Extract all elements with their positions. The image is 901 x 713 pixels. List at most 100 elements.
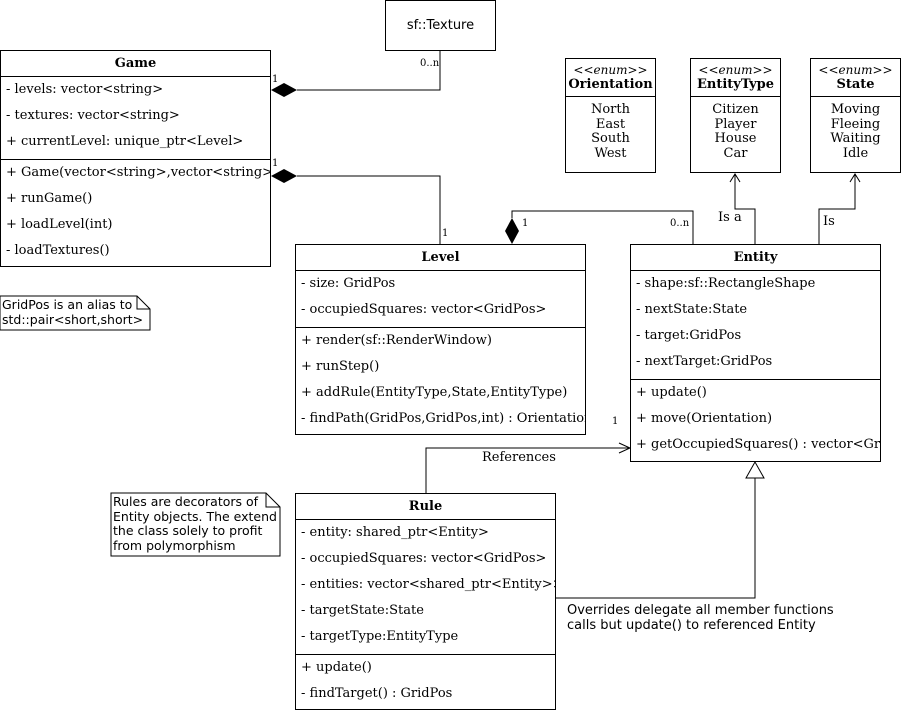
rule-attribute: - targetType:EntityType (301, 629, 459, 644)
state-arrowhead (849, 173, 861, 183)
game-texture-diamond (271, 83, 297, 97)
rules-note: Rules are decorators of Entity objects. … (113, 494, 277, 553)
generalization-triangle (745, 460, 765, 479)
game-texture-source-multiplicity: 1 (272, 74, 279, 85)
entity-methods: + update() + move(Orientation) + getOccu… (631, 380, 880, 462)
game-level-diamond (271, 169, 297, 183)
state-enum-name: State (811, 77, 900, 97)
level-methods: + render(sf::RenderWindow) + runStep() +… (296, 328, 585, 436)
level-attribute: - occupiedSquares: vector<GridPos> (301, 302, 547, 317)
overrides-label: Overrides delegate all member functions … (567, 603, 834, 633)
level-method: + runStep() (301, 359, 380, 374)
state-enum: <<enum>> State Moving Fleeing Waiting Id… (810, 58, 901, 173)
entity-attributes: - shape:sf::RectangleShape - nextState:S… (631, 271, 880, 380)
rule-attribute: - targetState:State (301, 603, 424, 618)
game-method: - loadTextures() (6, 243, 110, 258)
entity-method: + move(Orientation) (636, 411, 773, 426)
game-attributes: - levels: vector<string> - textures: vec… (1, 77, 270, 160)
state-value: Idle (842, 145, 869, 161)
is-a-label: Is a (718, 210, 742, 225)
gridpos-note-fold (136, 296, 150, 310)
orientation-value: South (591, 131, 630, 146)
entitytype-value: House (714, 131, 757, 146)
game-level-source-multiplicity: 1 (272, 158, 279, 169)
state-values: Moving Fleeing Waiting Idle (811, 97, 900, 161)
entity-class: Entity - shape:sf::RectangleShape - next… (630, 244, 881, 462)
references-label: References (482, 450, 556, 465)
orientation-values: North East South West (566, 97, 655, 161)
rule-attribute: - occupiedSquares: vector<GridPos> (301, 551, 547, 566)
rule-method: - findTarget() : GridPos (301, 686, 453, 701)
game-method: + loadLevel(int) (6, 217, 113, 232)
entity-attribute: - nextTarget:GridPos (636, 354, 773, 369)
level-entity-source-multiplicity: 1 (522, 218, 529, 229)
level-method: + render(sf::RenderWindow) (301, 333, 492, 348)
game-method: + runGame() (6, 191, 93, 206)
orientation-enum: <<enum>> Orientation North East South We… (565, 58, 656, 173)
rule-attribute: - entity: shared_ptr<Entity> (301, 525, 489, 540)
is-label: Is (823, 214, 835, 229)
game-class-name: Game (1, 51, 270, 77)
entitytype-values: Citizen Player House Car (691, 97, 780, 161)
entity-entitytype-link (734, 174, 756, 244)
rule-class: Rule - entity: shared_ptr<Entity> - occu… (295, 493, 556, 710)
level-class: Level - size: GridPos - occupiedSquares:… (295, 244, 586, 435)
game-class: Game - levels: vector<string> - textures… (0, 50, 271, 267)
orientation-stereotype: <<enum>> (573, 63, 648, 77)
rule-methods: + update() - findTarget() : GridPos (296, 655, 555, 711)
texture-class: sf::Texture (385, 0, 496, 51)
orientation-enum-name: Orientation (566, 77, 655, 97)
rule-entity-target-multiplicity: 1 (612, 416, 619, 427)
entitytype-value: Citizen (712, 102, 759, 117)
orientation-value: North (590, 102, 630, 117)
game-methods: + Game(vector<string>,vector<string>) + … (1, 160, 270, 268)
gridpos-note-shape (0, 295, 151, 331)
game-level-target-multiplicity: 1 (442, 228, 449, 239)
entity-method: + update() (636, 385, 707, 400)
entity-state-link (818, 174, 856, 244)
gridpos-note: GridPos is an alias to std::pair<short,s… (2, 297, 144, 327)
level-entity-target-multiplicity: 0..n (670, 218, 690, 229)
level-attribute: - size: GridPos (301, 276, 396, 291)
rule-method: + update() (301, 660, 372, 675)
orientation-value: West (594, 145, 627, 161)
game-method: + Game(vector<string>,vector<string>) (6, 165, 270, 180)
entitytype-enum-name: EntityType (691, 77, 780, 97)
entity-method: + getOccupiedSquares() : vector<GridPos> (636, 437, 880, 452)
entitytype-stereotype: <<enum>> (698, 63, 773, 77)
level-method: + addRule(EntityType,State,EntityType) (301, 385, 568, 400)
rule-class-name: Rule (296, 494, 555, 520)
rules-note-shape (110, 492, 281, 557)
level-attributes: - size: GridPos - occupiedSquares: vecto… (296, 271, 585, 328)
rule-attributes: - entity: shared_ptr<Entity> - occupiedS… (296, 520, 555, 655)
level-class-name: Level (296, 245, 585, 271)
game-attribute: - textures: vector<string> (6, 108, 180, 123)
entity-attribute: - target:GridPos (636, 328, 742, 343)
entity-attribute: - nextState:State (636, 302, 748, 317)
rule-entity-reference-link (425, 447, 630, 493)
level-entity-link (511, 210, 694, 244)
orientation-value: East (595, 116, 626, 132)
texture-class-name: sf::Texture (406, 18, 475, 33)
level-entity-diamond (505, 218, 519, 244)
game-attribute: - levels: vector<string> (6, 82, 164, 97)
rules-note-fold (265, 493, 280, 508)
state-value: Fleeing (830, 116, 881, 132)
game-level-link (297, 175, 441, 244)
level-method: - findPath(GridPos,GridPos,int) : Orient… (301, 411, 585, 426)
rule-attribute: - entities: vector<shared_ptr<Entity>> (301, 577, 555, 592)
state-value: Moving (830, 102, 881, 117)
entitytype-value: Player (714, 116, 757, 132)
entitytype-enum: <<enum>> EntityType Citizen Player House… (690, 58, 781, 173)
game-attribute: + currentLevel: unique_ptr<Level> (6, 134, 244, 149)
entity-attribute: - shape:sf::RectangleShape (636, 276, 816, 291)
entitytype-arrowhead (729, 173, 741, 183)
game-texture-target-multiplicity: 0..n (420, 58, 440, 69)
state-value: Waiting (830, 131, 881, 146)
game-texture-link (297, 50, 441, 91)
entity-class-name: Entity (631, 245, 880, 271)
entitytype-value: Car (723, 145, 748, 161)
rule-entity-generalization-link (556, 478, 756, 599)
state-stereotype: <<enum>> (818, 63, 893, 77)
